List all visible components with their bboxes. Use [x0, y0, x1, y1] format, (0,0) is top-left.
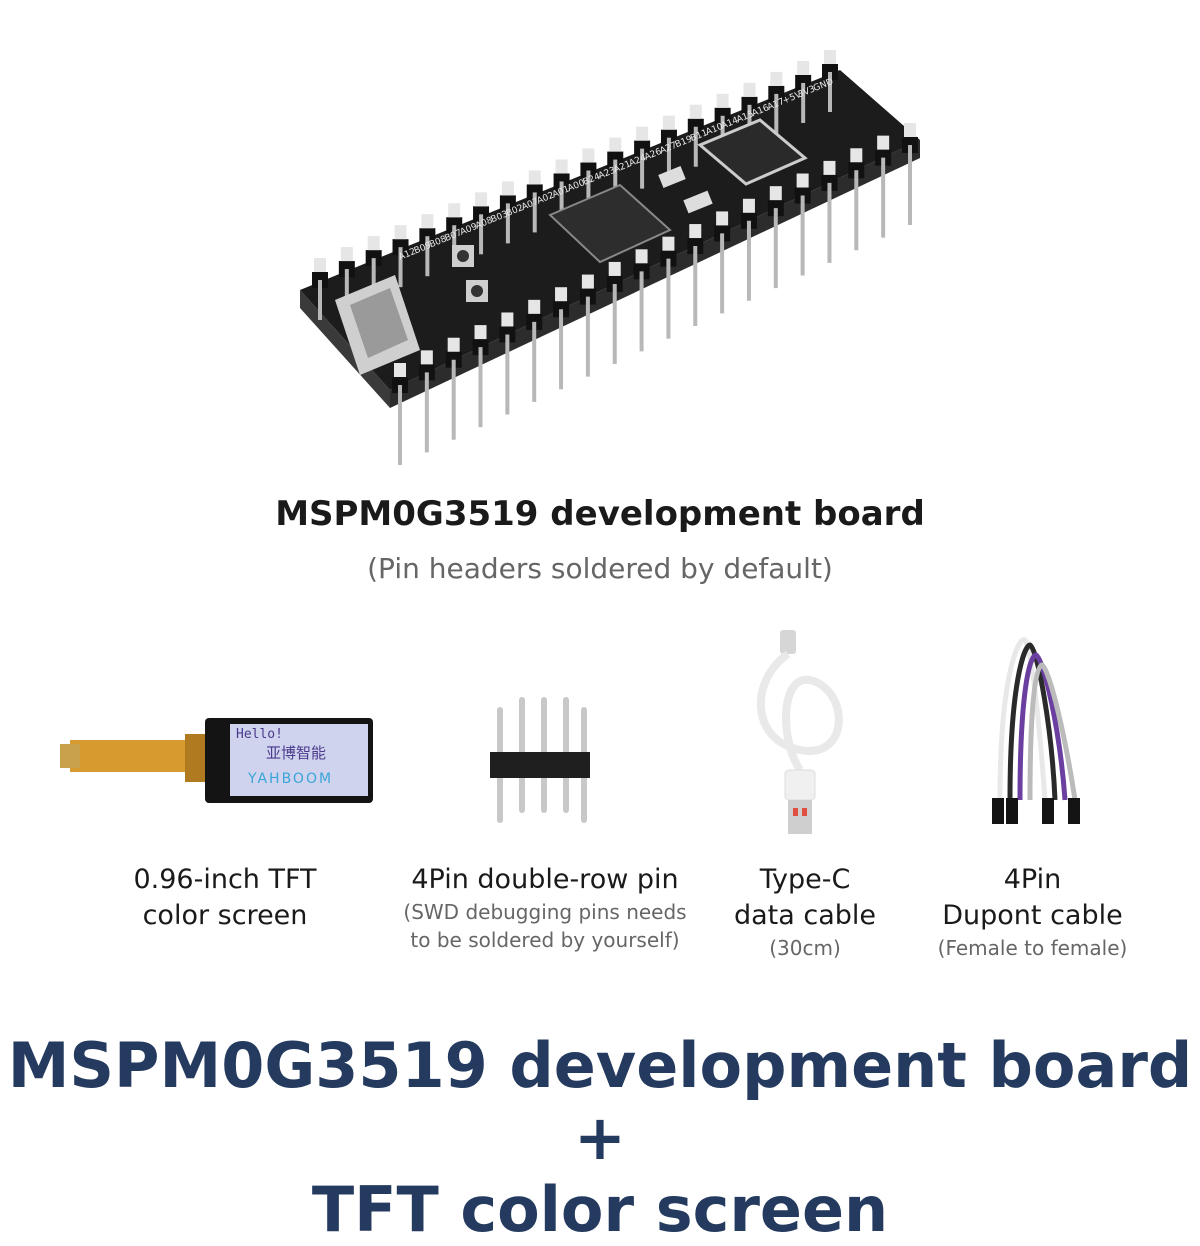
pin-pad: [797, 60, 810, 75]
pin-pad: [421, 214, 434, 229]
pin-pad: [662, 236, 675, 251]
pin-pad: [823, 160, 836, 175]
pin-header-block: [338, 261, 355, 278]
dupont-line1: 4Pin: [1003, 864, 1062, 895]
pin-pad: [314, 258, 326, 272]
pin-small1: (SWD debugging pins needs: [403, 900, 687, 924]
pin-pad: [528, 170, 541, 185]
dupont-cable-image: [992, 637, 1080, 824]
type-c-cable-image: [756, 630, 843, 834]
pin-pad: [555, 159, 568, 174]
pin-pad: [770, 71, 783, 86]
pin-pad: [582, 148, 595, 163]
dupont-small1: (Female to female): [937, 936, 1128, 960]
cable-small1: (30cm): [769, 936, 841, 960]
pin-pad: [904, 123, 916, 137]
footer-title: MSPM0G3519 development board + TFT color…: [0, 1030, 1200, 1246]
main-product-note: (Pin headers soldered by default): [367, 552, 833, 585]
accessory-dupont-caption: 4Pin Dupont cable (Female to female): [910, 862, 1155, 962]
pin-pad: [850, 148, 863, 163]
pin-pad: [877, 135, 890, 150]
pin-pad: [743, 82, 756, 97]
pin-pad: [796, 173, 809, 188]
pin-header-block: [660, 129, 677, 146]
cable-line2: data cable: [733, 900, 877, 931]
crystal: [683, 190, 713, 214]
usb-c-port: [335, 275, 420, 375]
pin-pad: [420, 350, 433, 365]
pin-pad: [662, 115, 675, 130]
tft-line1: 0.96-inch TFT: [133, 864, 317, 895]
pin-pad: [501, 312, 514, 327]
accessory-pin-caption: 4Pin double-row pin (SWD debugging pins …: [380, 862, 710, 954]
pin-header-image: [490, 697, 590, 823]
boot-button-cap: [471, 285, 483, 297]
accessory-cable-caption: Type-C data cable (30cm): [720, 862, 890, 962]
pin-pad: [367, 236, 380, 251]
tft-line2: color screen: [142, 900, 308, 931]
pin-pad: [689, 104, 702, 119]
screen-logo-text: YAHBOOM: [247, 771, 333, 787]
pin-pad: [474, 325, 487, 340]
pin-pad: [635, 249, 648, 264]
pin-pad: [716, 93, 729, 108]
pin-pad: [824, 50, 836, 64]
pin-small2: to be soldered by yourself): [410, 928, 680, 952]
pin-pad: [689, 224, 702, 239]
dupont-line2: Dupont cable: [942, 900, 1123, 931]
pin-pad: [394, 225, 407, 240]
pin-pad: [447, 337, 460, 352]
pin-pad: [742, 198, 755, 213]
pin-pad: [581, 274, 594, 289]
pin-pad: [501, 181, 514, 196]
reset-button-cap: [457, 250, 469, 262]
screen-hello-text: Hello!: [236, 727, 283, 742]
pin-pad: [769, 186, 782, 201]
mcu-chip: [548, 183, 672, 264]
pin-pad: [340, 247, 353, 262]
pin-pad: [394, 363, 406, 377]
crystal: [658, 166, 686, 188]
pin-pad: [716, 211, 729, 226]
cable-line1: Type-C: [759, 864, 851, 895]
pin-pad: [528, 299, 541, 314]
pin-pad: [475, 192, 488, 207]
main-product-name: MSPM0G3519 development board: [275, 494, 925, 534]
development-board-image: A12B09B08B07A09A08B03B02A07A02A01A00B24A…: [300, 50, 920, 465]
screen-chinese-text: 亚博智能: [266, 744, 326, 762]
pin-pad: [448, 203, 461, 218]
fpc-connector: [697, 118, 808, 186]
accessory-tft-caption: 0.96-inch TFT color screen: [100, 862, 350, 934]
pin-line1: 4Pin double-row pin: [411, 864, 679, 895]
tft-screen-image: Hello! 亚博智能 YAHBOOM: [60, 718, 373, 803]
pin-pad: [555, 287, 568, 302]
footer-line1: MSPM0G3519 development board +: [7, 1029, 1193, 1174]
pin-pad: [608, 261, 621, 276]
bottom-pin-header: [392, 123, 918, 465]
pin-pad: [636, 126, 649, 141]
pin-pad: [609, 137, 622, 152]
footer-line2: TFT color screen: [311, 1173, 889, 1246]
